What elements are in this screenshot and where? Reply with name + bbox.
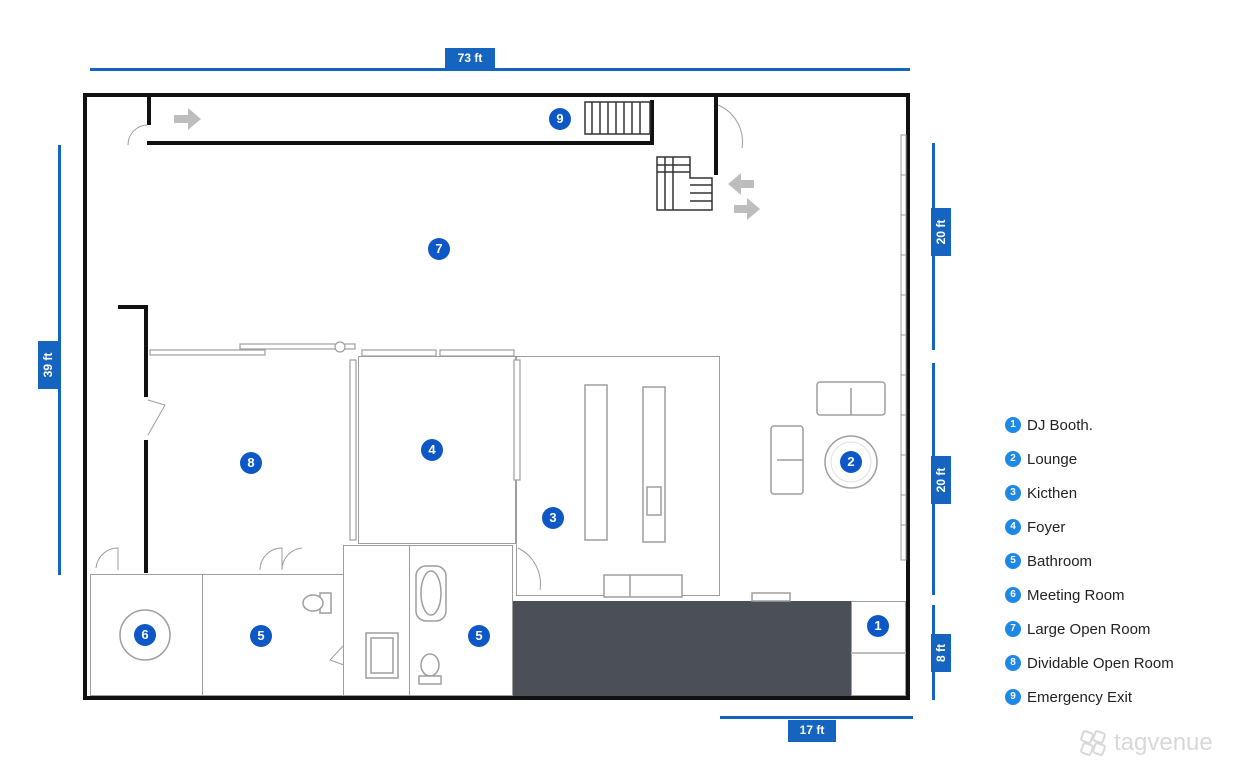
legend-item: 8 Dividable Open Room <box>1005 646 1174 680</box>
brand-name: tagvenue <box>1114 729 1213 756</box>
bottom-dimension-bar <box>720 716 913 719</box>
legend-dot: 1 <box>1005 417 1021 433</box>
plan-badge-dj-booth: 1 <box>867 615 889 637</box>
dividable-room-left-wall-lower <box>144 440 148 573</box>
outer-wall-bottom <box>83 696 910 700</box>
dj-booth-divider <box>851 652 906 654</box>
legend-item: 9 Emergency Exit <box>1005 680 1174 714</box>
top-dimension-bar <box>90 68 910 71</box>
legend-label: Foyer <box>1027 518 1066 536</box>
legend-dot: 9 <box>1005 689 1021 705</box>
tagvenue-watermark: tagvenue <box>1078 728 1213 758</box>
legend-item: 2 Lounge <box>1005 442 1174 476</box>
left-dimension-bar <box>58 145 61 575</box>
plan-badge-foyer: 4 <box>421 439 443 461</box>
corridor-wall <box>147 141 652 145</box>
tagvenue-logo-icon <box>1080 730 1106 756</box>
top-dimension-label: 73 ft <box>445 48 495 68</box>
right-windows <box>900 134 907 561</box>
plan-badge-meeting-room: 6 <box>134 624 156 646</box>
exit-arrows <box>174 108 760 220</box>
kitchen-room <box>516 356 720 596</box>
legend-label: Meeting Room <box>1027 586 1125 604</box>
legend-dot: 4 <box>1005 519 1021 535</box>
kitchen-counters <box>584 384 791 602</box>
plan-badge-kitchen: 3 <box>542 507 564 529</box>
bathroom-fixtures <box>302 565 447 685</box>
legend-dot: 8 <box>1005 655 1021 671</box>
legend-item: 5 Bathroom <box>1005 544 1174 578</box>
plan-badge-bathroom-right: 5 <box>468 625 490 647</box>
outer-wall-top <box>83 93 910 97</box>
lounge-furniture <box>770 381 886 495</box>
legend-item: 3 Kicthen <box>1005 476 1174 510</box>
legend-item: 7 Large Open Room <box>1005 612 1174 646</box>
dividable-room-left-wall <box>144 305 148 397</box>
legend-label: DJ Booth. <box>1027 416 1093 434</box>
legend-item: 4 Foyer <box>1005 510 1174 544</box>
legend-dot: 6 <box>1005 587 1021 603</box>
legend-label: Lounge <box>1027 450 1078 468</box>
door-swings <box>95 104 743 666</box>
stage-area <box>513 601 852 696</box>
legend-item: 1 DJ Booth. <box>1005 408 1174 442</box>
legend-dot: 5 <box>1005 553 1021 569</box>
plan-badge-lounge: 2 <box>840 451 862 473</box>
outer-wall-left <box>83 93 87 700</box>
legend-dot: 2 <box>1005 451 1021 467</box>
sliding-partitions <box>149 341 521 541</box>
stair-wall <box>714 97 718 175</box>
legend-dot: 7 <box>1005 621 1021 637</box>
corridor-right-wall <box>650 100 654 145</box>
legend-label: Bathroom <box>1027 552 1093 570</box>
legend-label: Dividable Open Room <box>1027 654 1174 672</box>
legend-item: 6 Meeting Room <box>1005 578 1174 612</box>
dividable-room-top-wall <box>118 305 148 309</box>
lounge-table-ring <box>830 441 872 483</box>
corridor-end-wall <box>147 97 151 125</box>
plan-badge-large-open-room: 7 <box>428 238 450 260</box>
plan-badge-dividable-open-room: 8 <box>240 452 262 474</box>
legend-label: Large Open Room <box>1027 620 1151 638</box>
outer-wall-right <box>906 93 910 700</box>
legend-dot: 3 <box>1005 485 1021 501</box>
bottom-dimension-label: 17 ft <box>788 720 836 742</box>
emergency-stairs <box>584 101 651 135</box>
plan-badge-bathroom-left: 5 <box>250 625 272 647</box>
dj-booth-room <box>851 601 906 696</box>
legend-label: Kicthen <box>1027 484 1078 502</box>
legend-label: Emergency Exit <box>1027 688 1133 706</box>
plan-badge-emergency-exit: 9 <box>549 108 571 130</box>
room-legend: 1 DJ Booth. 2 Lounge 3 Kicthen 4 Foyer 5 Bath… <box>1005 408 1174 714</box>
spiral-stairs <box>656 156 713 211</box>
